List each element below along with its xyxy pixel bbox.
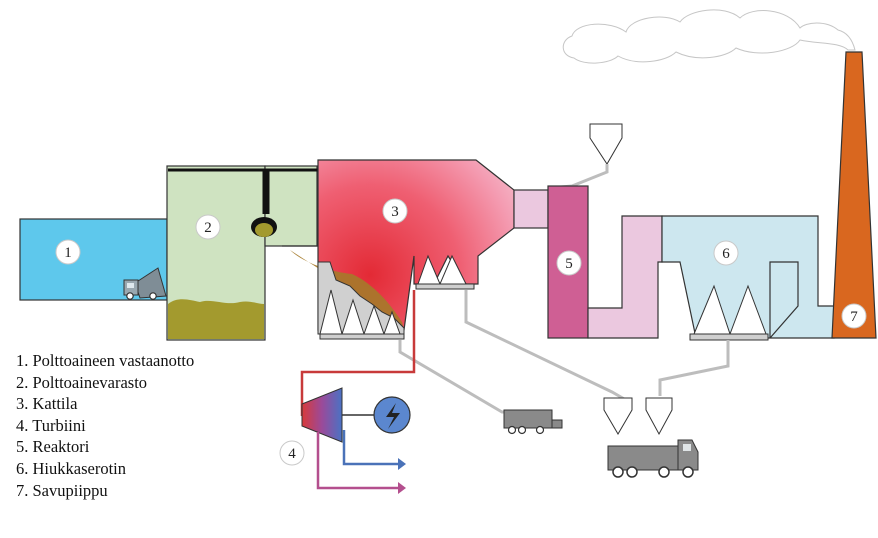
district-heat-line: [316, 432, 400, 490]
svg-text:2: 2: [204, 220, 212, 236]
lightning-icon: [386, 403, 400, 429]
legend-item-reception: 1. Polttoaineen vastaanotto: [16, 351, 195, 370]
badge-3: 3: [382, 198, 408, 224]
chimney: [831, 51, 877, 339]
boiler-outlet-duct: [513, 189, 549, 229]
legend-item-separator: 6. Hiukkaserotin: [16, 458, 126, 478]
badge-4: 4: [279, 440, 305, 466]
legend-item-reactor: 5. Reaktori: [16, 437, 90, 457]
smoke-plume: [562, 9, 856, 64]
badge-5: 5: [556, 250, 582, 276]
legend: 1. Polttoaineen vastaanotto 2. Polttoain…: [16, 350, 194, 501]
boiler-grate-fuel: [290, 250, 404, 330]
truck-icon: [123, 267, 167, 300]
water-line-arrow: [398, 458, 406, 470]
ash-truck-large-icon: [607, 439, 699, 478]
badge-2: 2: [195, 214, 221, 240]
turbine: [301, 387, 343, 443]
ash-truck-icon: [503, 409, 563, 435]
district-heat-arrow: [398, 482, 406, 494]
ash-line-separator: [658, 340, 730, 396]
ash-line-boiler: [398, 340, 520, 414]
svg-text:5: 5: [565, 256, 573, 272]
badge-6: 6: [713, 240, 739, 266]
separator-base-plate: [689, 333, 769, 341]
boiler-second-plate: [415, 283, 475, 290]
legend-item-storage: 2. Polttoainevarasto: [16, 372, 148, 392]
ash-hopper-pair: [603, 397, 673, 436]
legend-item-turbine: 4. Turbiini: [16, 415, 86, 435]
grab-bucket-icon: [251, 217, 277, 237]
ash-line-second: [464, 290, 627, 402]
steam-line: [300, 290, 416, 416]
svg-text:7: 7: [850, 309, 858, 325]
generator: [373, 396, 411, 434]
badge-1: 1: [55, 239, 81, 265]
svg-text:6: 6: [722, 246, 730, 262]
legend-item-chimney: 7. Savupiippu: [16, 480, 108, 500]
svg-text:1: 1: [64, 245, 72, 261]
water-line: [342, 430, 400, 466]
svg-text:4: 4: [288, 446, 296, 462]
fuel-pile: [168, 299, 264, 339]
hopper-icon: [549, 123, 623, 190]
legend-item-boiler: 3. Kattila: [16, 394, 78, 414]
svg-text:3: 3: [391, 204, 399, 220]
badge-7: 7: [841, 303, 867, 329]
reactor-outlet-duct: [587, 215, 663, 339]
boiler-base-plate: [319, 333, 405, 340]
